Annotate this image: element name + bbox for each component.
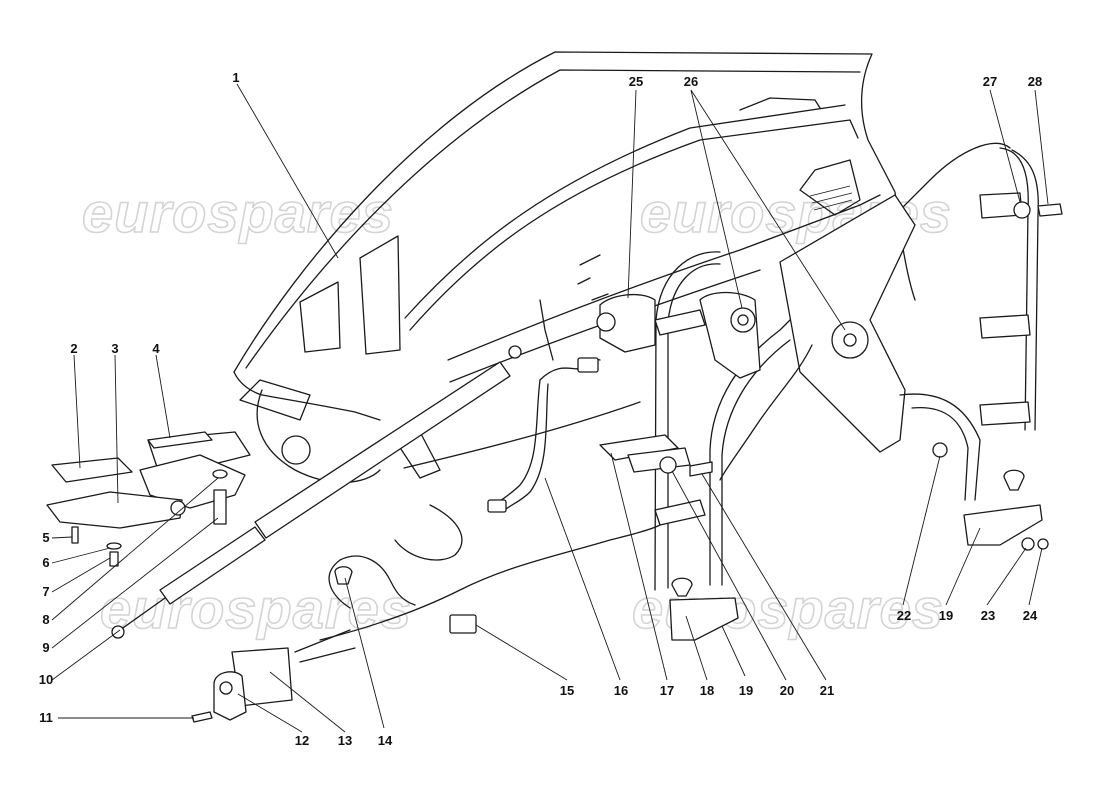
- gas-strut: [111, 345, 522, 639]
- callout-1: 1: [232, 70, 239, 85]
- wiring-harness: [334, 357, 601, 634]
- bolt-7: [109, 551, 119, 567]
- callout-5: 5: [42, 530, 49, 545]
- callout-22: 22: [897, 608, 911, 623]
- callout-labels: 1 2 3 4 5 6 7 8 9 10 11 12 13 14 15 16 1…: [39, 70, 1042, 748]
- callout-19-right: 19: [939, 608, 953, 623]
- callout-27: 27: [983, 74, 997, 89]
- callout-10: 10: [39, 672, 53, 687]
- motor-26: [699, 291, 761, 379]
- callout-16: 16: [614, 683, 628, 698]
- callout-24: 24: [1023, 608, 1038, 623]
- washer-6: [106, 542, 122, 550]
- callout-6: 6: [42, 555, 49, 570]
- hinge-plate-lower: [46, 491, 183, 529]
- bolt-21: [689, 461, 713, 477]
- callout-9: 9: [42, 640, 49, 655]
- callout-18: 18: [700, 683, 714, 698]
- bolt-28: [1037, 203, 1063, 217]
- glass-channel: [979, 147, 1063, 431]
- door-switch-assembly: [191, 524, 661, 723]
- hinge-assembly: [46, 431, 251, 567]
- callout-19-lower: 19: [739, 683, 753, 698]
- leader-lines: [51, 83, 1049, 733]
- connector-15: [449, 614, 477, 634]
- callout-4: 4: [152, 341, 160, 356]
- shim-plate-4: [147, 431, 213, 449]
- hinge-pin-eye: [170, 500, 186, 516]
- callout-8: 8: [42, 612, 49, 627]
- washer-27: [1013, 201, 1031, 219]
- stop-bracket-19a: [669, 597, 739, 641]
- callout-20: 20: [780, 683, 794, 698]
- watermark-left: eurospares: [82, 181, 394, 244]
- shim-plate-2: [51, 457, 133, 483]
- callout-15: 15: [560, 683, 574, 698]
- callout-7: 7: [42, 584, 49, 599]
- callout-26: 26: [684, 74, 698, 89]
- callout-14: 14: [378, 733, 393, 748]
- nut-22: [932, 442, 948, 458]
- guide-plate-17: [599, 434, 679, 461]
- callout-21: 21: [820, 683, 834, 698]
- callout-28: 28: [1028, 74, 1042, 89]
- callout-17: 17: [660, 683, 674, 698]
- watermark-bottom-left: eurospares: [100, 577, 412, 640]
- screw-11: [191, 711, 213, 723]
- stop-bracket-19b: [963, 504, 1043, 546]
- callout-2: 2: [70, 341, 77, 356]
- callout-13: 13: [338, 733, 352, 748]
- washer-23: [1021, 537, 1035, 551]
- washer-20: [659, 456, 677, 474]
- clip-14: [334, 566, 353, 585]
- callout-3: 3: [111, 341, 118, 356]
- nut-24: [1037, 538, 1049, 550]
- callout-25: 25: [629, 74, 643, 89]
- bolt-9: [213, 489, 227, 525]
- callout-11: 11: [39, 710, 53, 725]
- nut-8: [212, 469, 228, 479]
- motor-25: [599, 293, 656, 353]
- callout-12: 12: [295, 733, 309, 748]
- callout-23: 23: [981, 608, 995, 623]
- pin-5: [71, 526, 79, 544]
- window-regulator: [596, 142, 1049, 641]
